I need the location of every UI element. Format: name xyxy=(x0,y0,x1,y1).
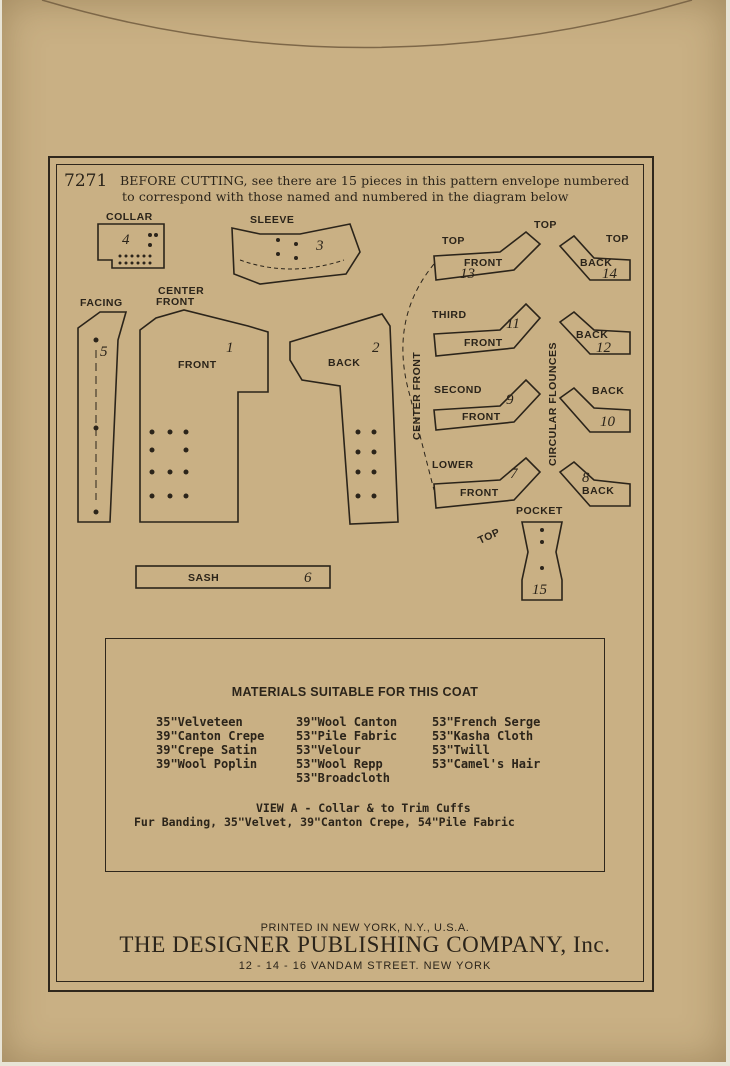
circular-flounces-label: CIRCULAR FLOUNCES xyxy=(547,342,559,466)
collar-number: 4 xyxy=(122,232,130,248)
sleeve-piece: SLEEVE 3 xyxy=(231,214,361,285)
svg-text:POCKET: POCKET xyxy=(516,505,563,517)
svg-text:BACK: BACK xyxy=(576,329,608,341)
flounce-lower-front: LOWER FRONT 7 xyxy=(432,456,542,509)
facing-number: 5 xyxy=(100,344,108,360)
svg-text:9: 9 xyxy=(506,392,514,408)
svg-text:12: 12 xyxy=(596,340,612,356)
flounce-top-mid-caption: TOP xyxy=(534,219,557,231)
flounce-third-front: THIRD FRONT 11 xyxy=(432,302,542,357)
view-a-line-2: Fur Banding, 35"Velvet, 39"Canton Crepe,… xyxy=(134,815,515,829)
envelope-flap xyxy=(41,0,693,49)
flounce-top-back: TOP BACK 14 xyxy=(558,233,631,282)
svg-text:BACK: BACK xyxy=(580,257,612,269)
material-item: 39"Wool Poplin xyxy=(156,757,258,771)
svg-text:7: 7 xyxy=(510,466,519,482)
front-label: FRONT xyxy=(178,359,217,371)
svg-text:SECOND: SECOND xyxy=(434,384,482,396)
header-line-2: to correspond with those named and numbe… xyxy=(122,189,569,204)
material-item: 53"Kasha Cloth xyxy=(432,729,534,743)
material-item: 53"Camel's Hair xyxy=(432,757,541,771)
svg-text:TOP: TOP xyxy=(606,233,629,245)
material-item: 53"Wool Repp xyxy=(296,757,383,771)
svg-text:13: 13 xyxy=(460,266,475,282)
material-item: 53"Velour xyxy=(296,743,362,757)
flounce-third-back: BACK 12 xyxy=(558,310,631,356)
publisher-name: THE DESIGNER PUBLISHING COMPANY, Inc. xyxy=(119,932,611,957)
material-item: 53"Pile Fabric xyxy=(296,729,398,743)
pattern-diagram: COLLAR 4 SLEEVE 3 FACING 5 CENTER FRONT … xyxy=(77,211,631,601)
svg-text:LOWER: LOWER xyxy=(432,459,474,471)
svg-text:8: 8 xyxy=(582,470,590,486)
sash-number: 6 xyxy=(304,570,312,586)
materials-column-2: 39"Wool Canton 53"Pile Fabric 53"Velour … xyxy=(296,715,397,785)
printed-in-note: PRINTED IN NEW YORK, N.Y., U.S.A. xyxy=(260,922,470,934)
svg-text:FRONT: FRONT xyxy=(460,487,499,499)
svg-text:15: 15 xyxy=(532,582,548,598)
sleeve-number: 3 xyxy=(315,238,324,254)
collar-label: COLLAR xyxy=(106,211,153,223)
center-front-label-top: CENTER xyxy=(158,285,204,297)
collar-piece: COLLAR 4 xyxy=(97,211,165,269)
center-front-vertical: CENTER FRONT xyxy=(411,352,423,440)
flounce-second-back: BACK 10 xyxy=(558,385,631,433)
svg-text:FRONT: FRONT xyxy=(464,337,503,349)
front-piece: FRONT 1 xyxy=(139,309,269,523)
sleeve-label: SLEEVE xyxy=(250,214,294,226)
material-item: 39"Canton Crepe xyxy=(156,729,265,743)
material-item: 53"Broadcloth xyxy=(296,771,390,785)
flounce-top-front: TOP FRONT 13 xyxy=(433,230,542,282)
materials-title: MATERIALS SUITABLE FOR THIS COAT xyxy=(231,685,479,699)
materials-column-3: 53"French Serge 53"Kasha Cloth 53"Twill … xyxy=(432,715,540,771)
center-front-label-bottom: FRONT xyxy=(156,296,195,308)
pattern-number: 7271 xyxy=(64,171,108,191)
svg-text:14: 14 xyxy=(602,266,618,282)
svg-text:10: 10 xyxy=(600,414,616,430)
material-item: 53"French Serge xyxy=(432,715,541,729)
svg-text:BACK: BACK xyxy=(582,485,614,497)
facing-label: FACING xyxy=(80,297,123,309)
material-item: 39"Wool Canton xyxy=(296,715,398,729)
sash-label: SASH xyxy=(188,572,219,584)
materials-box: MATERIALS SUITABLE FOR THIS COAT 35"Velv… xyxy=(105,638,605,872)
svg-text:BACK: BACK xyxy=(592,385,624,397)
pocket-piece: POCKET TOP 15 xyxy=(476,505,563,601)
svg-text:11: 11 xyxy=(506,316,520,332)
material-item: 53"Twill xyxy=(432,743,490,757)
material-item: 35"Velveteen xyxy=(156,715,243,729)
back-piece: BACK 2 xyxy=(289,313,399,525)
front-number: 1 xyxy=(226,340,234,356)
material-item: 39"Crepe Satin xyxy=(156,743,258,757)
svg-text:FRONT: FRONT xyxy=(462,411,501,423)
svg-text:TOP: TOP xyxy=(442,235,465,247)
sash-piece: SASH 6 xyxy=(135,565,331,589)
facing-piece: FACING 5 xyxy=(77,297,128,523)
svg-text:FRONT: FRONT xyxy=(464,257,503,269)
flounce-second-front: SECOND FRONT 9 xyxy=(433,378,542,431)
svg-text:TOP: TOP xyxy=(476,526,502,547)
svg-text:THIRD: THIRD xyxy=(432,309,467,321)
header-line-1: BEFORE CUTTING, see there are 15 pieces … xyxy=(120,173,630,188)
view-a-line-1: VIEW A - Collar & to Trim Cuffs xyxy=(256,801,471,815)
back-number: 2 xyxy=(372,340,380,356)
flounce-lower-back: BACK 8 xyxy=(558,460,631,507)
inner-border xyxy=(56,164,644,982)
publisher-address: 12 - 14 - 16 VANDAM STREET. NEW YORK xyxy=(238,960,492,972)
outer-border xyxy=(48,156,654,992)
materials-column-1: 35"Velveteen 39"Canton Crepe 39"Crepe Sa… xyxy=(156,715,264,771)
back-label: BACK xyxy=(328,357,360,369)
